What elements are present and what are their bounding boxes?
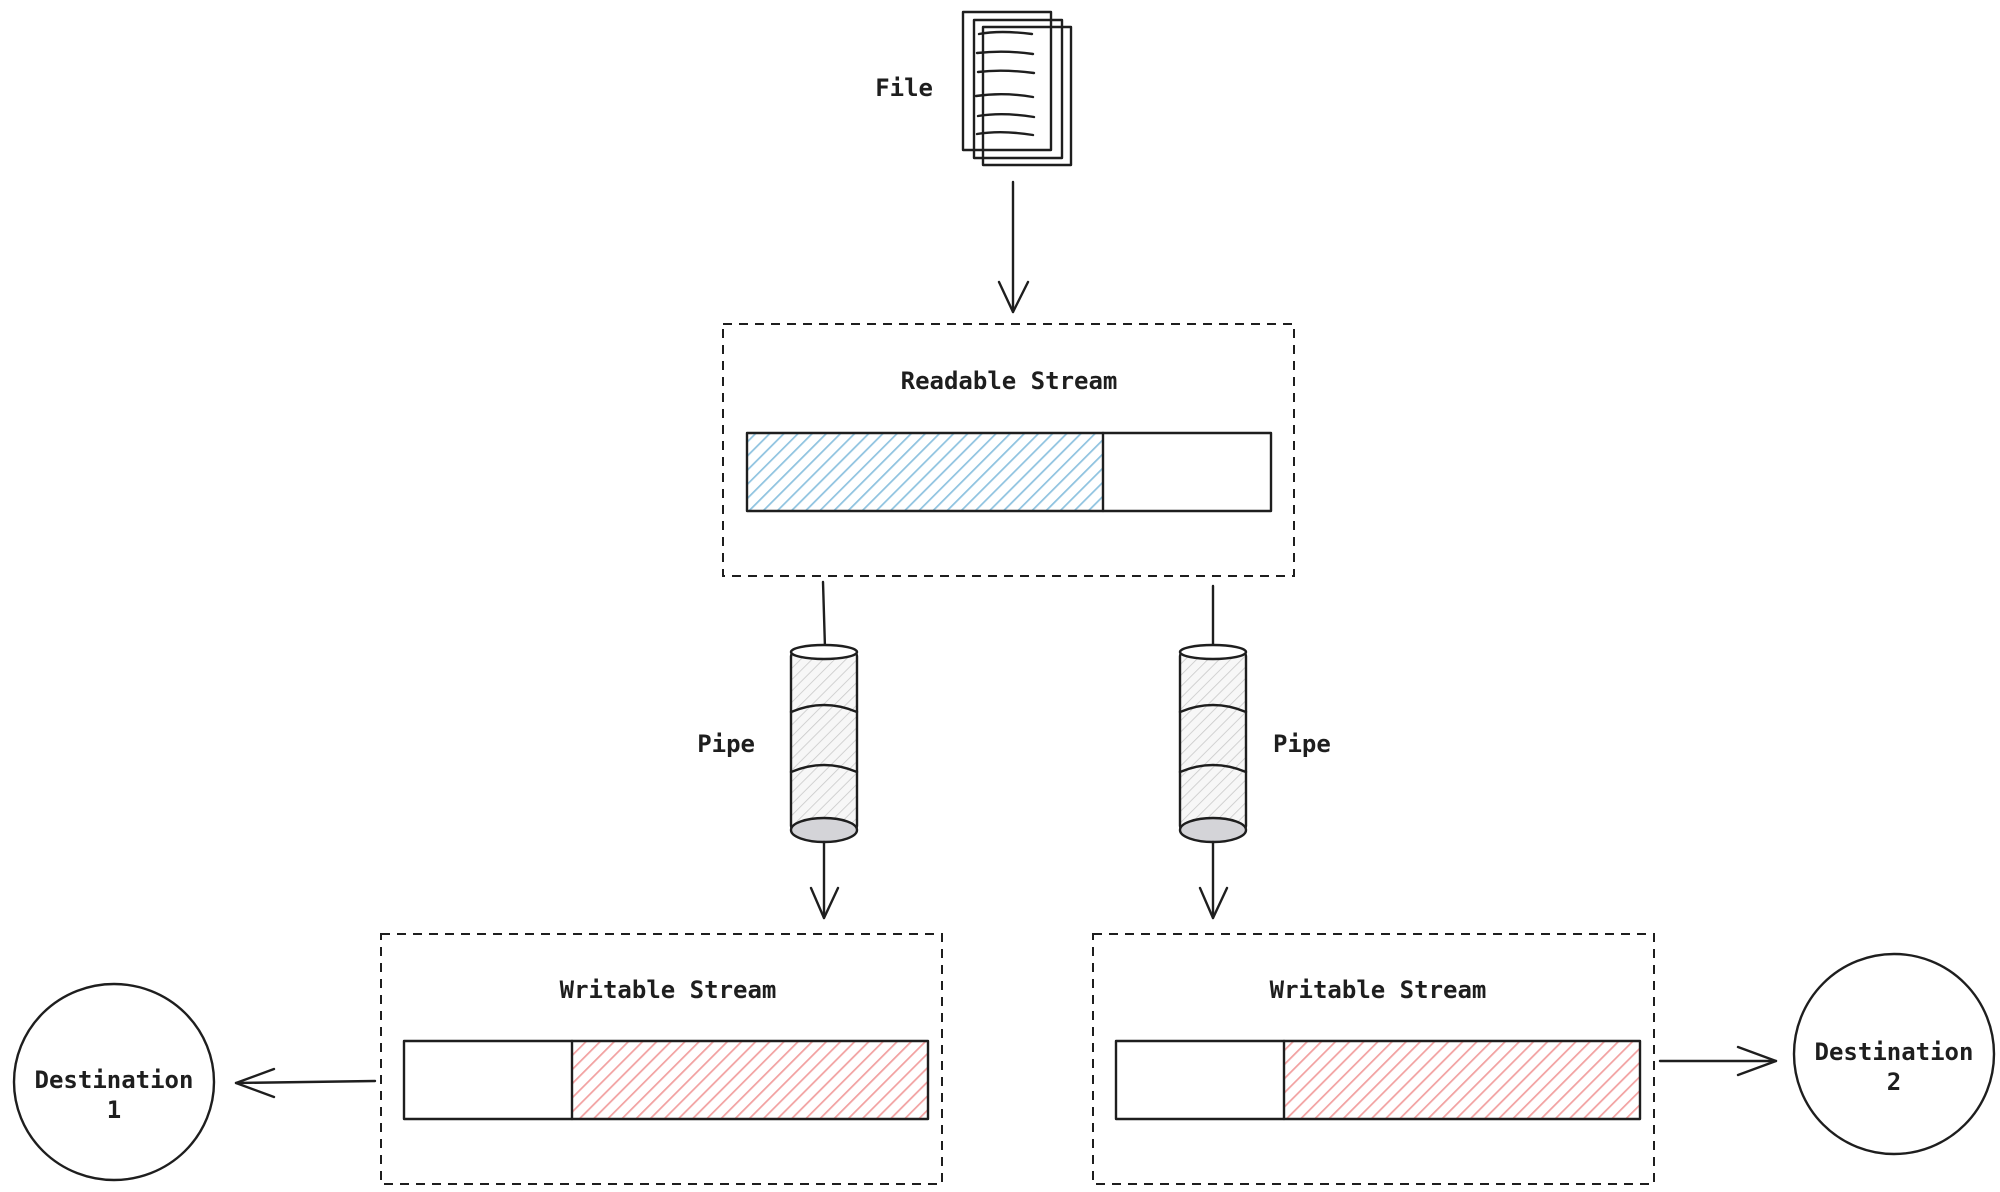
readable-stream: Readable Stream [722,323,1295,577]
readable-buffer [745,431,1273,513]
destination-1: Destination 1 [12,982,216,1182]
writable-1-buffer-fill [572,1041,928,1119]
pipe-1: Pipe [697,580,859,920]
writable-stream-1: Writable Stream [380,933,943,1185]
pipe-icon [1178,643,1248,844]
arrow-file-to-readable [997,180,1030,314]
destination-1-number: 1 [107,1096,121,1124]
writable-2-buffer-fill [1284,1041,1640,1119]
writable-stream-2-label: Writable Stream [1270,976,1487,1004]
readable-stream-label: Readable Stream [901,367,1118,395]
destination-2-number: 2 [1887,1068,1901,1096]
destination-2-label: Destination [1815,1038,1974,1066]
file-label: File [875,74,933,102]
pipe-2: Pipe [1178,584,1331,920]
readable-buffer-fill [747,433,1103,511]
arrow-writable1-to-destination1 [234,1067,377,1099]
pipe-2-label: Pipe [1273,730,1331,758]
destination-1-label: Destination [35,1066,194,1094]
writable-1-buffer [402,1039,930,1121]
file-node: File [875,10,1073,167]
document-stack-icon [961,10,1073,167]
arrow-writable2-to-destination2 [1658,1045,1778,1077]
writable-2-buffer [1114,1039,1642,1121]
destination-2: Destination 2 [1792,952,1996,1156]
writable-stream-2: Writable Stream [1092,933,1655,1185]
writable-stream-1-label: Writable Stream [560,976,777,1004]
pipe-1-label: Pipe [697,730,755,758]
pipe-icon [789,643,859,844]
